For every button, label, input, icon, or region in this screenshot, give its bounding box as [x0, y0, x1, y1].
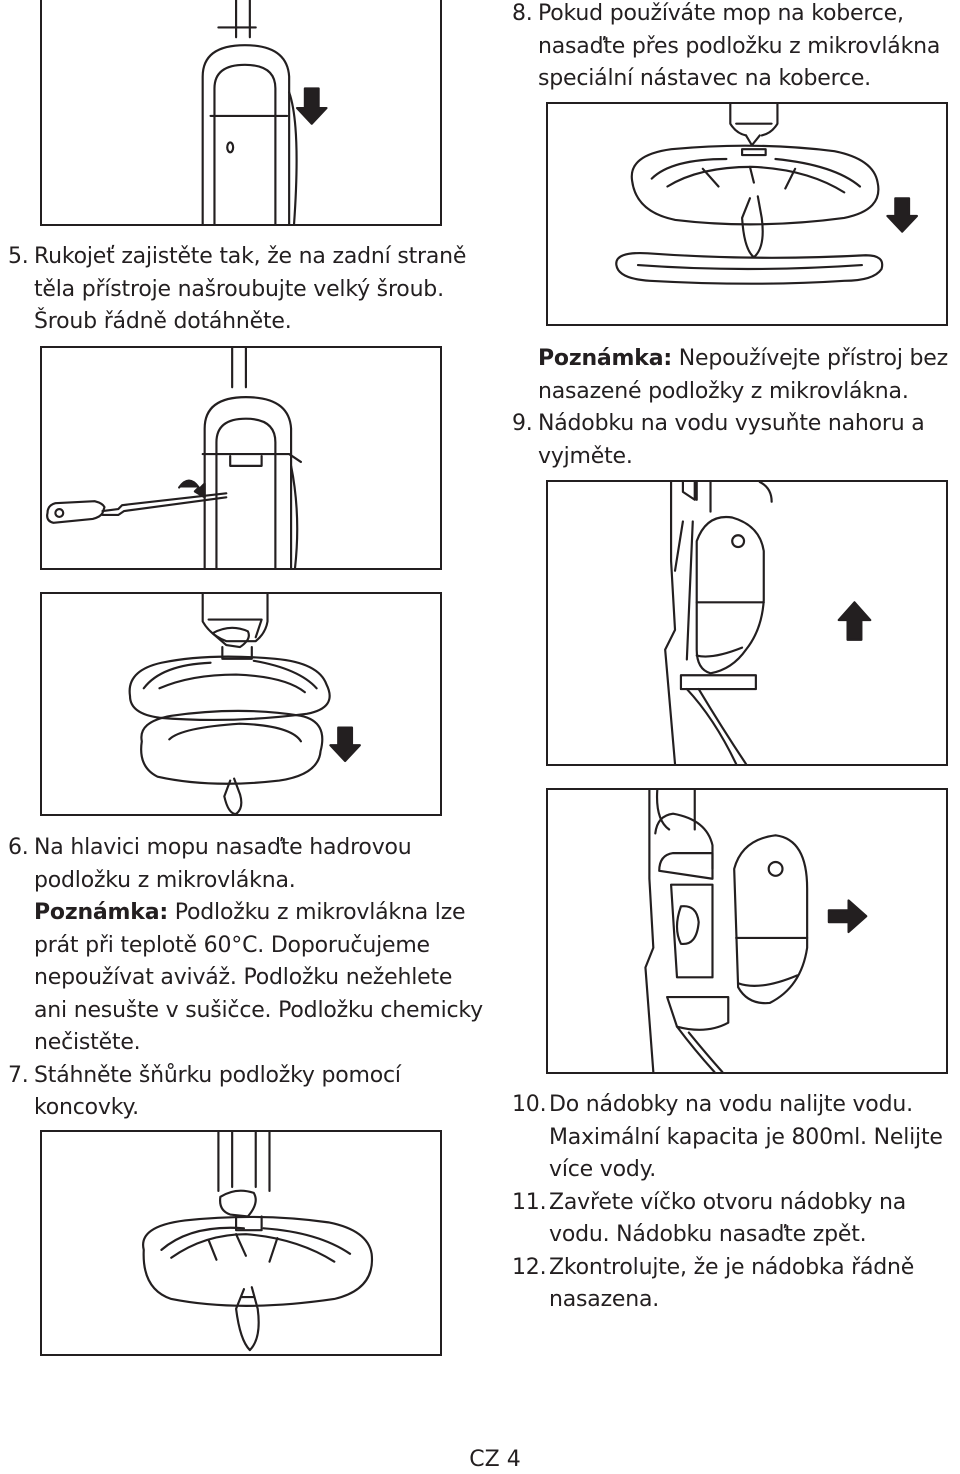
step-number: 7.	[8, 1062, 29, 1088]
note-text: Nepoužívejte přístroj bez nasazené podlo…	[538, 346, 948, 404]
figure-carpet-attachment	[546, 102, 948, 326]
step-number: 6.	[8, 835, 29, 860]
page-number: CZ 4	[469, 1447, 521, 1472]
step-text: Nádobku na vodu vysuňte nahoru a vyjměte…	[538, 411, 925, 469]
figure-pad-cord	[40, 1130, 442, 1356]
tank-cap-icon	[731, 534, 746, 549]
steps-10-12: 10.Do nádobky na vodu nalijte vodu. Maxi…	[512, 1089, 960, 1317]
arrow-down-icon	[886, 197, 918, 233]
step-number: 12.	[512, 1254, 547, 1280]
figure-pad-attach	[40, 592, 442, 816]
step-text: Do nádobky na vodu nalijte vodu. Maximál…	[549, 1092, 943, 1182]
step-text: Zkontrolujte, že je nádobka řádně nasaze…	[549, 1254, 915, 1313]
figure-handle-insert	[40, 0, 442, 226]
note-label: Poznámka:	[34, 900, 168, 925]
step-text: Pokud používáte mop na koberce, nasaďte …	[538, 1, 941, 91]
note-label: Poznámka:	[538, 346, 672, 371]
step-text: Rukojeť zajistěte tak, že na zadní stran…	[34, 244, 467, 334]
note-8: Poznámka: Nepoužívejte přístroj bez nasa…	[512, 343, 960, 408]
step-number: 11.	[512, 1189, 547, 1215]
step-text: Stáhněte šňůrku podložky pomocí koncovky…	[34, 1062, 401, 1121]
steps-6-7: 6. Na hlavici mopu nasaďte hadrovou podl…	[8, 832, 488, 1125]
step-number: 10.	[512, 1092, 547, 1117]
step-number: 8.	[512, 1, 533, 26]
arrow-down-icon	[295, 87, 328, 125]
arrow-down-icon	[329, 726, 361, 763]
step-8: 8.Pokud používáte mop na koberce, nasaďt…	[512, 0, 960, 96]
step-10: 10.Do nádobky na vodu nalijte vodu. Maxi…	[512, 1089, 960, 1187]
step-6: 6. Na hlavici mopu nasaďte hadrovou podl…	[8, 832, 488, 1060]
note-text: Podložku z mikrovlákna lze prát při tepl…	[34, 900, 483, 1055]
step-9: 9.Nádobku na vodu vysuňte nahoru a vyjmě…	[512, 408, 960, 473]
step-text: Na hlavici mopu nasaďte hadrovou podložk…	[34, 835, 412, 893]
note-8-step-9: Poznámka: Nepoužívejte přístroj bez nasa…	[512, 343, 960, 473]
step-11: 11.Zavřete víčko otvoru nádobky na vodu.…	[512, 1187, 960, 1252]
step-7: 7.Stáhněte šňůrku podložky pomocí koncov…	[8, 1060, 488, 1125]
step-number: 5.	[8, 244, 29, 269]
figure-tank-detached	[546, 788, 948, 1074]
figure-screw-tighten	[40, 346, 442, 570]
arrow-right-icon	[827, 899, 868, 934]
rotate-arrow-icon	[178, 479, 206, 499]
step-text: Zavřete víčko otvoru nádobky na vodu. Ná…	[549, 1189, 907, 1248]
step-number: 9.	[512, 411, 533, 436]
arrow-up-icon	[837, 601, 872, 641]
step-5: 5.Rukojeť zajistěte tak, že na zadní str…	[8, 241, 488, 339]
step-12: 12.Zkontrolujte, že je nádobka řádně nas…	[512, 1252, 960, 1317]
figure-tank-removal	[546, 480, 948, 766]
note-6: Poznámka: Podložku z mikrovlákna lze prá…	[34, 897, 488, 1060]
